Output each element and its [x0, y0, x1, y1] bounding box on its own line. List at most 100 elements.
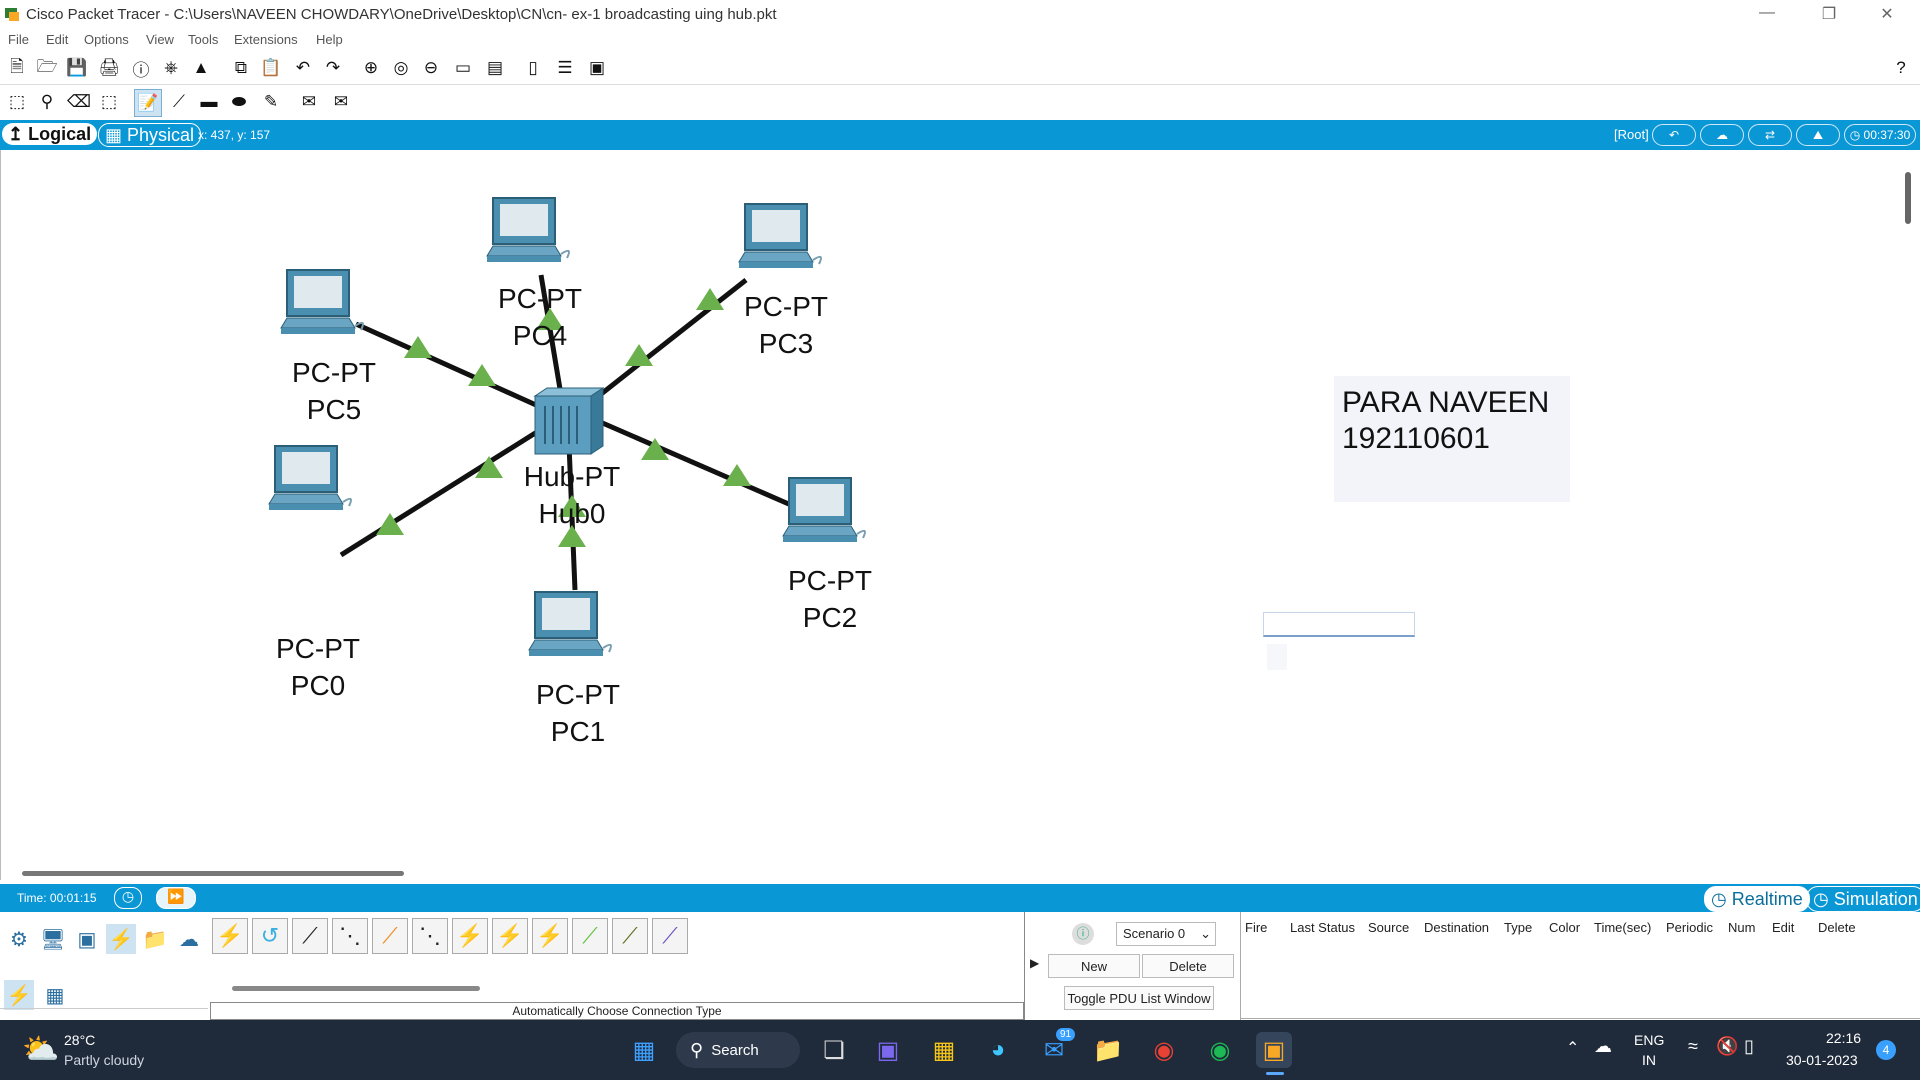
- select-icon[interactable]: ⬚: [8, 92, 26, 111]
- coaxial-icon[interactable]: ⚡: [452, 918, 488, 954]
- volume-muted-icon[interactable]: 🔇: [1716, 1036, 1739, 1056]
- notification-badge[interactable]: 4: [1876, 1040, 1896, 1060]
- back-icon[interactable]: ↶: [1652, 124, 1696, 146]
- redo-icon[interactable]: ↷: [325, 58, 341, 77]
- add-complex-pdu-icon[interactable]: ✉: [333, 92, 349, 111]
- menu-help[interactable]: Help: [316, 32, 343, 47]
- simulation-button[interactable]: ◷ Simulation: [1806, 886, 1920, 912]
- store-icon[interactable]: ▦: [932, 1036, 956, 1064]
- cluster-icon[interactable]: ▯: [528, 58, 538, 77]
- teams-chat-icon[interactable]: ▣: [876, 1036, 900, 1064]
- canvas-note[interactable]: PARA NAVEEN 192110601: [1334, 376, 1570, 502]
- packet-tracer-taskbar-icon[interactable]: ▣: [1256, 1032, 1292, 1068]
- zoom-in-icon[interactable]: ⊕: [363, 58, 379, 77]
- fast-forward-icon[interactable]: ⏩: [156, 887, 196, 909]
- draw-line-icon[interactable]: ⟋: [173, 92, 185, 111]
- activity-wizard-icon[interactable]: ▲: [192, 58, 210, 77]
- print-icon[interactable]: 🖨: [98, 58, 120, 77]
- pc-device-icon[interactable]: [781, 476, 877, 552]
- info-icon[interactable]: ⓘ: [1072, 923, 1094, 945]
- pc-device-icon[interactable]: [527, 590, 623, 666]
- power-cycle-icon[interactable]: ◷: [114, 887, 142, 909]
- chrome-icon[interactable]: ◉: [1153, 1036, 1175, 1064]
- cable-scrollbar[interactable]: [232, 986, 480, 991]
- battery-icon[interactable]: ▯: [1744, 1036, 1754, 1056]
- tab-logical[interactable]: ↥ Logical: [2, 123, 98, 145]
- draw-rectangle-icon[interactable]: ▬: [200, 92, 218, 111]
- restore-button[interactable]: ❐: [1821, 6, 1837, 23]
- info-icon[interactable]: ⓘ: [132, 60, 150, 80]
- edge-browser-icon[interactable]: ◕: [990, 1036, 1006, 1063]
- custom-devices-icon[interactable]: ▤: [486, 58, 504, 77]
- end-devices-icon[interactable]: 🖥: [40, 928, 66, 951]
- open-folder-icon[interactable]: 🗁: [36, 56, 58, 76]
- pc-device-icon[interactable]: [737, 202, 833, 278]
- pc-device-icon[interactable]: [485, 196, 581, 272]
- pdu-icon[interactable]: ☰: [557, 58, 573, 77]
- delete-scenario-button[interactable]: Delete: [1142, 954, 1234, 978]
- undo-icon[interactable]: ↶: [295, 58, 311, 77]
- horizontal-scrollbar[interactable]: [22, 871, 404, 876]
- network-devices-icon[interactable]: ⚙: [10, 928, 28, 951]
- new-file-icon[interactable]: 🗎: [10, 56, 24, 76]
- vertical-scrollbar[interactable]: [1905, 172, 1911, 224]
- menu-edit[interactable]: Edit: [46, 32, 69, 47]
- add-simple-pdu-icon[interactable]: ✉: [301, 92, 317, 111]
- delete-icon[interactable]: ⌫: [66, 92, 92, 111]
- paste-icon[interactable]: 📋: [260, 58, 282, 77]
- auto-cable-icon[interactable]: ⚡: [212, 918, 248, 954]
- place-note-icon[interactable]: 📝: [134, 89, 162, 117]
- fiber-icon[interactable]: ⟋: [372, 918, 408, 954]
- cluster-nav-icon[interactable]: ☁: [1700, 124, 1744, 146]
- phone-cable-icon[interactable]: ⋱: [412, 918, 448, 954]
- draw-ellipse-icon[interactable]: ⬬: [231, 92, 247, 111]
- onedrive-icon[interactable]: ☁: [1594, 1036, 1612, 1056]
- tab-physical[interactable]: ▦ Physical: [98, 123, 202, 147]
- wifi-icon[interactable]: ≈: [1688, 1036, 1698, 1056]
- grid-icon[interactable]: ▦: [45, 984, 65, 1007]
- mail-icon[interactable]: ✉: [1043, 1036, 1065, 1064]
- misc-icon[interactable]: 📁: [142, 928, 168, 951]
- toggle-pdu-list-button[interactable]: Toggle PDU List Window: [1064, 986, 1214, 1010]
- drawing-palette-icon[interactable]: ▭: [454, 58, 472, 77]
- empty-text-box[interactable]: [1263, 612, 1415, 637]
- components-icon[interactable]: ▣: [77, 928, 97, 951]
- spotify-icon[interactable]: ◉: [1209, 1036, 1231, 1064]
- menu-file[interactable]: File: [8, 32, 29, 47]
- usb-cable-icon[interactable]: ⟋: [652, 918, 688, 954]
- collapse-arrow-icon[interactable]: ▶: [1030, 956, 1040, 970]
- octal-cable-icon[interactable]: ⟋: [572, 918, 608, 954]
- task-view-icon[interactable]: ❏: [823, 1036, 845, 1064]
- search-box[interactable]: ⚲ Search: [676, 1032, 800, 1068]
- copper-straight-icon[interactable]: ⟋: [292, 918, 328, 954]
- minimize-button[interactable]: —: [1759, 4, 1775, 21]
- connections-subtype-icon[interactable]: ⚡: [4, 980, 34, 1010]
- copy-icon[interactable]: ⧉: [234, 58, 248, 77]
- copper-cross-icon[interactable]: ⋱: [332, 918, 368, 954]
- serial-dce-icon[interactable]: ⚡: [492, 918, 528, 954]
- zoom-reset-icon[interactable]: ◎: [393, 58, 409, 77]
- chevron-up-icon[interactable]: ⌃: [1566, 1040, 1580, 1057]
- background-image-icon[interactable]: ⛰: [1796, 124, 1840, 146]
- clock-time[interactable]: 22:16: [1826, 1030, 1862, 1046]
- menu-view[interactable]: View: [146, 32, 174, 47]
- new-scenario-button[interactable]: New: [1048, 954, 1140, 978]
- zoom-out-icon[interactable]: ⊖: [423, 58, 439, 77]
- empty-note[interactable]: [1267, 644, 1287, 670]
- camera-icon[interactable]: ▣: [588, 58, 606, 77]
- menu-options[interactable]: Options: [84, 32, 129, 47]
- freeform-icon[interactable]: ✎: [263, 92, 279, 111]
- connections-icon[interactable]: ⚡: [106, 924, 136, 954]
- resize-icon[interactable]: ⬚: [100, 92, 118, 111]
- menu-tools[interactable]: Tools: [188, 32, 219, 47]
- move-object-icon[interactable]: ⇄: [1748, 124, 1792, 146]
- serial-dte-icon[interactable]: ⚡: [532, 918, 568, 954]
- file-explorer-icon[interactable]: 📁: [1093, 1036, 1123, 1064]
- windows-start-icon[interactable]: ▦: [632, 1036, 656, 1064]
- multiuser-icon[interactable]: ☁: [179, 928, 199, 951]
- menu-extensions[interactable]: Extensions: [234, 32, 298, 47]
- language-code[interactable]: ENG: [1634, 1032, 1665, 1048]
- realtime-button[interactable]: ◷ Realtime: [1704, 886, 1810, 912]
- hub-device-icon[interactable]: [529, 386, 609, 458]
- console-cable-icon[interactable]: ↺: [252, 918, 288, 954]
